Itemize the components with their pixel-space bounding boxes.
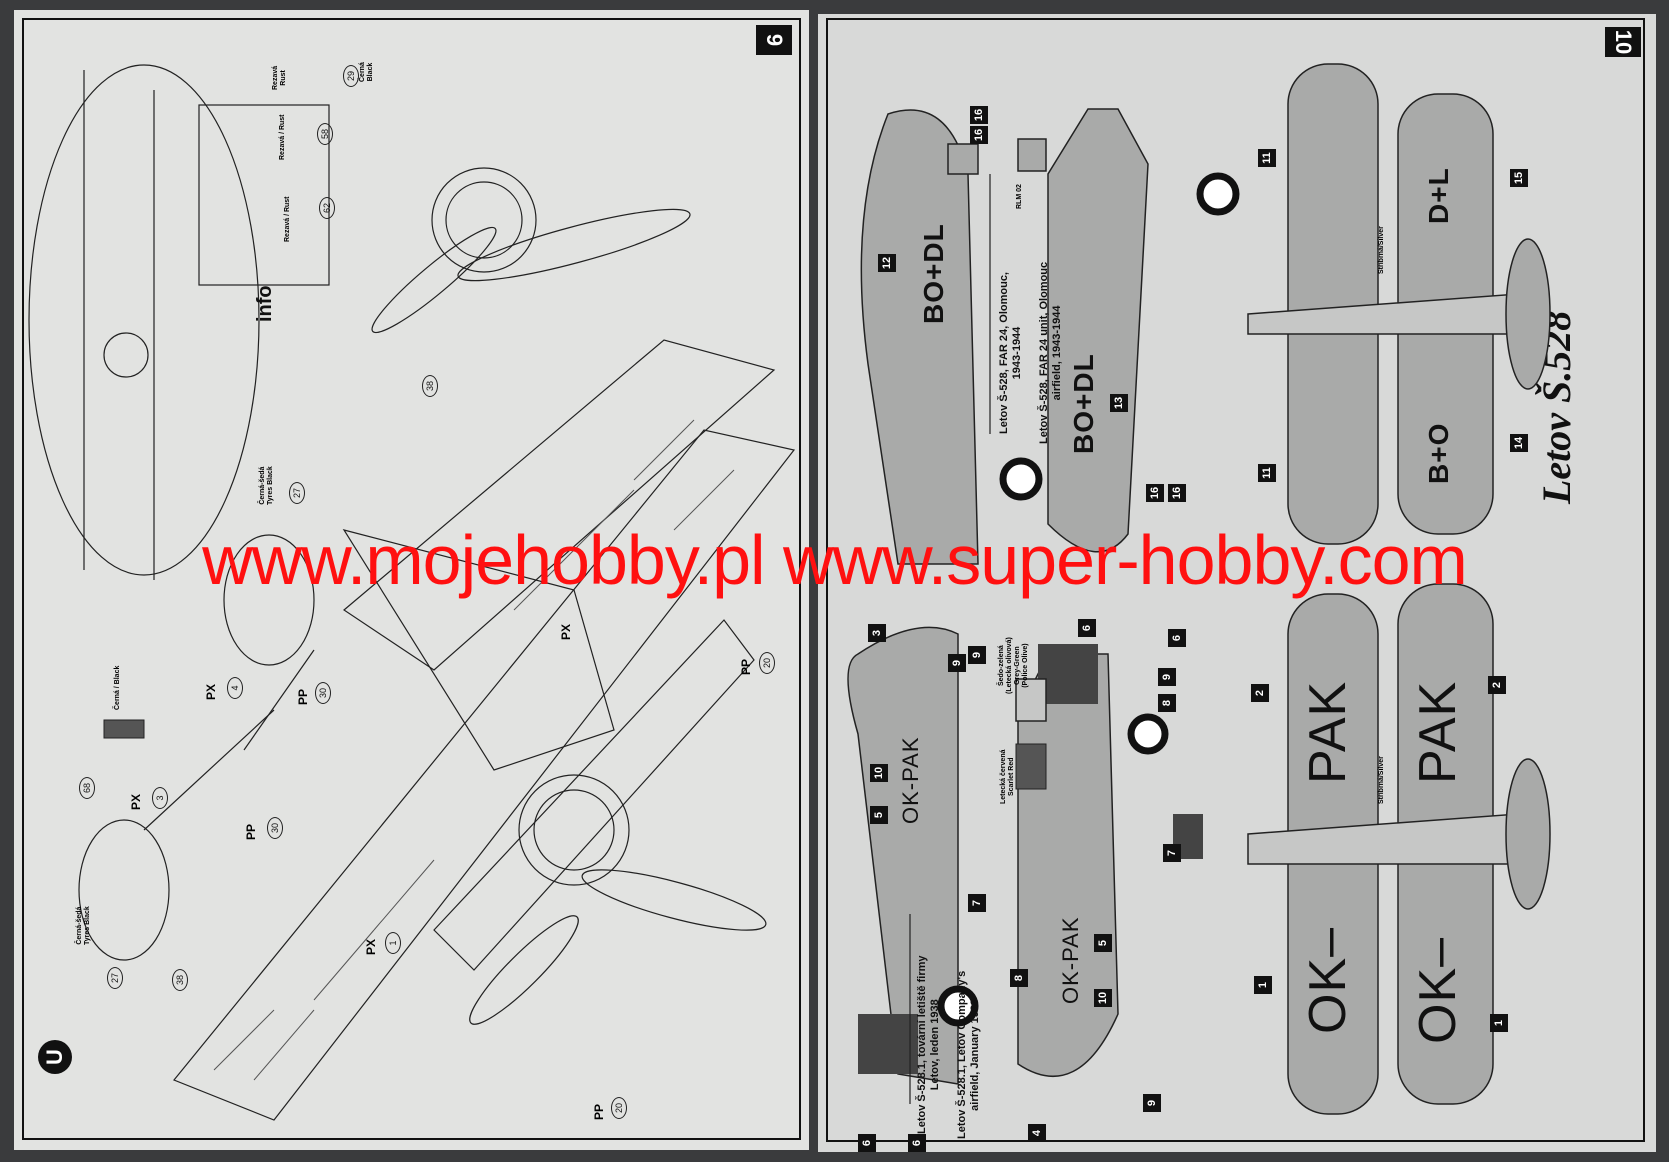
- assembly-label: PX: [129, 793, 143, 810]
- callout-number: 3: [868, 624, 886, 642]
- callout-number: 13: [1110, 394, 1128, 412]
- callout-number: 1: [1490, 1014, 1508, 1032]
- callout-number: 7: [968, 894, 986, 912]
- registration-wing-pak: PAK: [1299, 680, 1357, 784]
- part-number: 4: [227, 677, 243, 699]
- color-label-rust: Rezavá / Rust: [279, 114, 286, 160]
- part-number: 20: [759, 652, 775, 674]
- assembly-label: PP: [244, 823, 258, 840]
- registration-civil-side: OK-PAK: [898, 736, 923, 824]
- caption-luftwaffe-cz: Letov Š-528, FAR 24, Olomouc,1943-1944: [998, 272, 1023, 434]
- callout-number: 9: [948, 654, 966, 672]
- registration-wing-ok: OK–: [1409, 936, 1467, 1044]
- callout-number: 8: [1010, 969, 1028, 987]
- registration-luftwaffe-side: BO+DL: [918, 223, 949, 324]
- assembly-label: PP: [592, 1103, 606, 1120]
- callout-number: 2: [1488, 676, 1506, 694]
- part-number: 1: [385, 932, 401, 954]
- callout-number: 4: [1028, 1124, 1046, 1142]
- callout-number: 10: [1094, 989, 1112, 1007]
- color-label-rust: Rezavá / Rust: [284, 196, 291, 242]
- registration-luftwaffe-side: BO+DL: [1068, 353, 1099, 454]
- watermark-text: www.mojehobby.pl www.super-hobby.com: [202, 521, 1468, 599]
- part-number: 38: [172, 969, 188, 991]
- registration-civil-side: OK-PAK: [1058, 916, 1083, 1004]
- painting-page-10: 10 Letov Š.528 Letov Š-528, FAR 24, Olom…: [818, 14, 1656, 1152]
- callout-number: 8: [1158, 694, 1176, 712]
- callout-number: 16: [1168, 484, 1186, 502]
- info-label: info: [254, 285, 276, 322]
- callout-number: 2: [1251, 684, 1269, 702]
- callout-number: 7: [1163, 844, 1181, 862]
- callout-number: 6: [1078, 619, 1096, 637]
- page-frame: [826, 18, 1645, 1142]
- callout-number: 6: [908, 1134, 926, 1152]
- callout-number: 11: [1258, 149, 1276, 167]
- registration-lower-wing: B+O: [1423, 422, 1454, 484]
- callout-number: 6: [1168, 629, 1186, 647]
- silver-label: Stříbrná/Silver: [1378, 756, 1385, 804]
- color-label-black: Černá / Black: [114, 665, 121, 710]
- callout-number: 1: [1254, 976, 1272, 994]
- silver-label: Stříbrná/Silver: [1378, 226, 1385, 274]
- registration-wing-pak: PAK: [1409, 680, 1467, 784]
- page-frame: [22, 18, 801, 1140]
- assembly-label: PX: [364, 938, 378, 955]
- assembly-label: PP: [296, 688, 310, 705]
- callout-number: 12: [878, 254, 896, 272]
- callout-number: 9: [968, 646, 986, 664]
- registration-wing-ok: OK–: [1299, 926, 1357, 1034]
- part-number: 27: [107, 967, 123, 989]
- part-number: 30: [315, 682, 331, 704]
- callout-number: 5: [1094, 934, 1112, 952]
- swatch-label-grey-green: Šedo-zelená(Letecká olivová)Grey-Green(P…: [998, 637, 1029, 694]
- swatch-label-rlm02: RLM 02: [1016, 184, 1023, 209]
- part-number: 62: [319, 197, 335, 219]
- aircraft-profiles: [847, 63, 1551, 1115]
- callout-number: 9: [1158, 668, 1176, 686]
- callout-number: 14: [1510, 434, 1528, 452]
- callout-number: 10: [870, 764, 888, 782]
- callout-number: 5: [870, 806, 888, 824]
- assembly-drawing: [28, 64, 796, 1121]
- part-number: 20: [611, 1097, 627, 1119]
- callout-number: 6: [858, 1134, 876, 1152]
- assembly-label: PX: [559, 623, 573, 640]
- callout-number: 11: [1258, 464, 1276, 482]
- part-number: 29: [343, 65, 359, 87]
- part-number: 27: [289, 482, 305, 504]
- registration-upper-wing: D+L: [1423, 167, 1454, 224]
- part-number: 30: [267, 817, 283, 839]
- assembly-label: PX: [204, 683, 218, 700]
- callout-number: 16: [970, 106, 988, 124]
- callout-number: 15: [1510, 169, 1528, 187]
- part-number: 38: [422, 375, 438, 397]
- callout-number: 16: [1146, 484, 1164, 502]
- part-number: 3: [152, 787, 168, 809]
- callout-number: 16: [970, 126, 988, 144]
- assembly-label: PP: [739, 658, 753, 675]
- part-number: 58: [317, 123, 333, 145]
- callout-number: 9: [1143, 1094, 1161, 1112]
- part-number: 68: [79, 777, 95, 799]
